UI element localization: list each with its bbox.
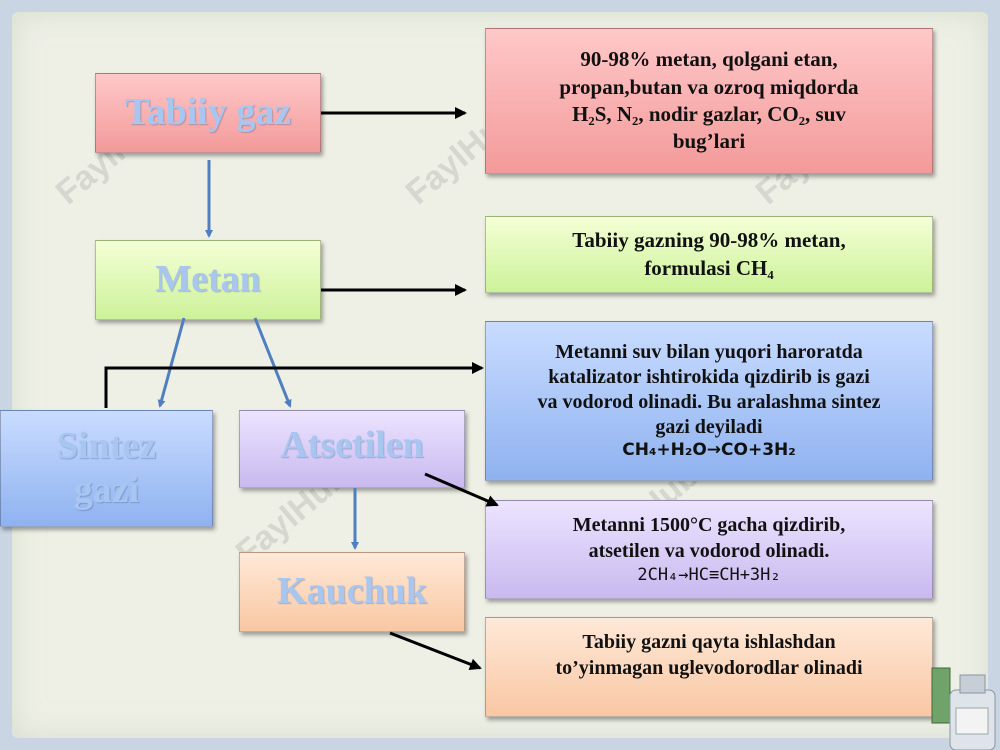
node-tabiiy-gaz: Tabiiy gaz [124, 91, 292, 134]
info-metan: Tabiiy gazning 90-98% metan, formulasi C… [485, 216, 933, 293]
info-metan-box [485, 216, 933, 293]
info-line: to’yinmagan uglevodorodlar olinadi [555, 657, 863, 679]
info-kauchuk-box [485, 617, 933, 717]
chemistry-bottles-icon [931, 667, 996, 750]
arrow-to-kauchuk-info [389, 631, 482, 670]
info-line: bug’lari [672, 129, 746, 154]
info-line: Metanni suv bilan yuqori haroratda [555, 341, 863, 364]
arrow-metan-to-sintez-gazi [157, 317, 186, 408]
info-line: gazi deyiladi [655, 416, 763, 439]
node-kauchuk: Kauchuk [277, 570, 427, 613]
info-line: H₂S, N₂, nodir gazlar, CO₂, suv [572, 102, 846, 126]
info-line: propan,butan va ozroq miqdorda [559, 74, 859, 99]
info-tabiiy-gaz-box [485, 28, 933, 174]
node-metan-box [95, 240, 321, 320]
info-line: atsetilen va vodorod olinadi. [588, 540, 830, 563]
arrow-metan-to-atsetilen [253, 317, 292, 408]
info-sintez: Metanni suv bilan yuqori haroratda katal… [485, 321, 933, 481]
node-kauchuk-box [239, 552, 465, 632]
info-line: 90-98% metan, qolgani etan, [580, 47, 838, 72]
info-line: Tabiiy gazning 90-98% metan, [572, 228, 846, 253]
info-atsetilen-box [485, 500, 933, 599]
node-atsetilen: Atsetilen [280, 424, 424, 466]
info-line: Tabiiy gazni qayta ishlashdan [582, 631, 836, 653]
info-line: va vodorod olinadi. Bu aralashma sintez [537, 391, 881, 414]
node-sintez-gazi-box [0, 410, 213, 527]
reaction-formula: CH₄+H₂O→CO+3H₂ [622, 440, 796, 461]
reaction-formula: 2CH₄→HC≡CH+3H₂ [637, 565, 781, 586]
node-metan: Metan [155, 258, 261, 301]
info-sintez-box [485, 321, 933, 481]
info-line: Metanni 1500°C gacha qizdirib, [572, 514, 846, 537]
info-tabiiy-gaz: 90-98% metan, qolgani etan, propan,butan… [485, 28, 933, 174]
info-kauchuk: Tabiiy gazni qayta ishlashdan to’yinmaga… [485, 617, 933, 717]
info-line: formulasi CH₄ [644, 255, 774, 280]
node-sintez-gazi: Sintez gazi [56, 424, 157, 511]
arrow-to-atsetilen-info [424, 472, 499, 507]
node-tabiiy-gaz-box [95, 73, 321, 153]
info-atsetilen: Metanni 1500°C gacha qizdirib, atsetilen… [485, 500, 933, 599]
arrow-to-sintez-info [104, 362, 484, 408]
info-line: katalizator ishtirokida qizdirib is gazi [548, 366, 870, 389]
